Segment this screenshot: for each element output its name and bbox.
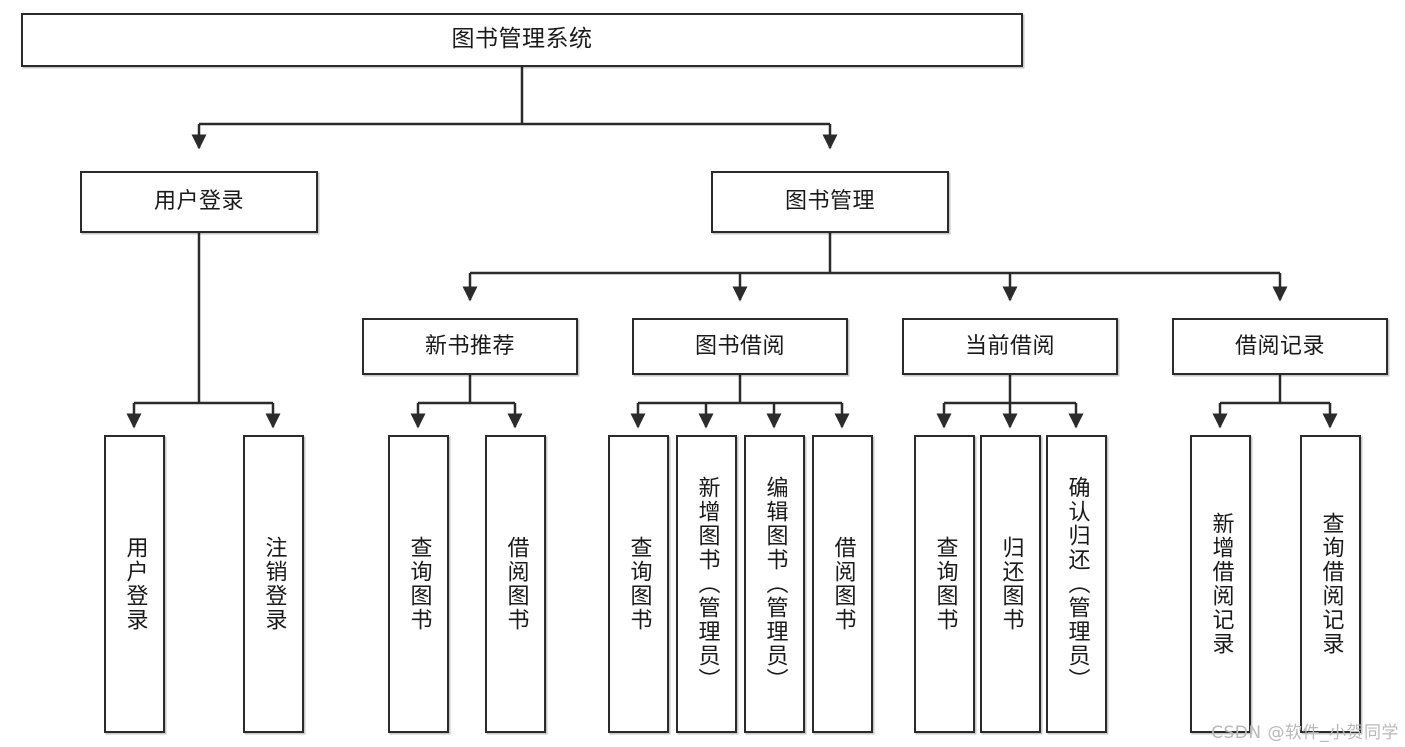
node-book-management[interactable]: 图书管理 bbox=[711, 171, 949, 233]
node-label: 新增图书（管理员） bbox=[694, 476, 720, 692]
node-user-login[interactable]: 用户登录 bbox=[80, 171, 318, 233]
node-label: 用户登录 bbox=[153, 189, 244, 215]
node-label: 编辑图书（管理员） bbox=[762, 476, 788, 692]
leaf-borrow-borrow-book[interactable]: 借阅图书 bbox=[812, 435, 873, 733]
watermark-text: CSDN @软件_小贺同学 bbox=[1211, 723, 1399, 743]
leaf-borrow-query-book[interactable]: 查询图书 bbox=[608, 435, 669, 733]
node-current-borrowing[interactable]: 当前借阅 bbox=[902, 318, 1118, 375]
leaf-current-confirm-return-admin[interactable]: 确认归还（管理员） bbox=[1046, 435, 1107, 733]
node-new-book-recommendation[interactable]: 新书推荐 bbox=[362, 318, 578, 375]
leaf-user-login-logout[interactable]: 注销登录 bbox=[243, 435, 304, 733]
node-label: 查询图书 bbox=[932, 536, 958, 632]
node-label: 注销登录 bbox=[261, 536, 287, 632]
node-label: 用户登录 bbox=[122, 536, 148, 632]
node-label: 当前借阅 bbox=[964, 333, 1055, 359]
leaf-user-login-login[interactable]: 用户登录 bbox=[104, 435, 165, 733]
leaf-new-book-borrow-book[interactable]: 借阅图书 bbox=[485, 435, 546, 733]
node-label: 图书管理系统 bbox=[451, 26, 593, 53]
node-label: 查询图书 bbox=[626, 536, 652, 632]
node-label: 图书管理 bbox=[784, 189, 875, 215]
leaf-new-book-query-book[interactable]: 查询图书 bbox=[388, 435, 449, 733]
node-root-library-management-system[interactable]: 图书管理系统 bbox=[21, 13, 1023, 67]
leaf-borrow-add-book-admin[interactable]: 新增图书（管理员） bbox=[676, 435, 737, 733]
node-label: 查询借阅记录 bbox=[1318, 512, 1344, 656]
node-label: 图书借阅 bbox=[694, 333, 785, 359]
node-label: 归还图书 bbox=[998, 536, 1024, 632]
node-label: 新增借阅记录 bbox=[1208, 512, 1234, 656]
node-label: 借阅图书 bbox=[830, 536, 856, 632]
node-book-borrowing[interactable]: 图书借阅 bbox=[632, 318, 848, 375]
node-borrowing-record[interactable]: 借阅记录 bbox=[1172, 318, 1388, 375]
node-label: 借阅记录 bbox=[1234, 333, 1325, 359]
node-label: 确认归还（管理员） bbox=[1064, 476, 1090, 692]
leaf-record-query-record[interactable]: 查询借阅记录 bbox=[1300, 435, 1361, 733]
leaf-borrow-edit-book-admin[interactable]: 编辑图书（管理员） bbox=[744, 435, 805, 733]
node-label: 借阅图书 bbox=[503, 536, 529, 632]
leaf-current-return-book[interactable]: 归还图书 bbox=[980, 435, 1041, 733]
node-label: 新书推荐 bbox=[424, 333, 515, 359]
leaf-record-add-record[interactable]: 新增借阅记录 bbox=[1190, 435, 1251, 733]
node-label: 查询图书 bbox=[406, 536, 432, 632]
leaf-current-query-book[interactable]: 查询图书 bbox=[914, 435, 975, 733]
